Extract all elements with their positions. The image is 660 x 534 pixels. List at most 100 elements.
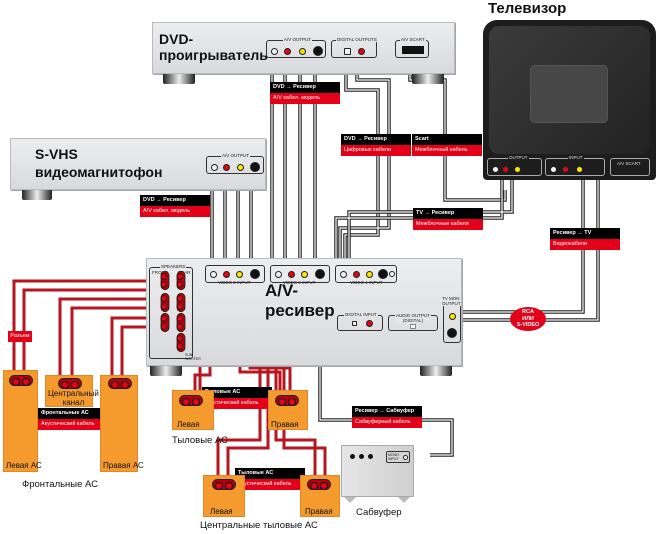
video2-audio-r-jack[interactable] [223,271,230,278]
tv-input-video-jack[interactable] [576,166,583,173]
video3-input-panel: VIDEO 3 INPUT [270,265,330,285]
dvd-coaxial-jack[interactable] [358,48,365,55]
video2-svideo-jack[interactable] [250,269,260,279]
video2-label: VIDEO 2 INPUT [218,280,251,285]
rear-left-terminal[interactable] [176,270,186,291]
dvd-optical-jack[interactable] [344,48,351,55]
tv-scart-panel: A/V SCART [610,158,650,176]
center-rear-right-terminal[interactable] [176,332,186,353]
dvd-av-output-label: A/V OUTPUT [283,37,313,42]
vcr-audio-l-jack[interactable] [211,164,218,171]
video2-audio-l-jack[interactable] [210,271,217,278]
rear-right-speaker-terminal[interactable] [275,395,299,406]
center-rear-right-speaker-terminal[interactable] [307,479,331,490]
video3-video-jack[interactable] [301,271,308,278]
subwoofer-knob-2[interactable] [359,454,364,459]
tv-device: OUTPUT INPUT A/V SCART [483,20,656,180]
dvd-digital-outputs-label: DIGITAL OUTPUTS [336,37,378,42]
dvd-video-jack[interactable] [299,48,306,55]
rear-right-speaker: Правая [268,390,308,430]
audio-output-optical-port[interactable] [410,324,416,329]
audio-output-label: AUDIO OUTPUT (DIGITAL) [395,313,432,323]
rear-left-caption: Левая [177,420,200,429]
tv-mon-svideo-jack[interactable] [447,328,457,338]
center-speaker-terminal[interactable] [58,378,82,389]
tv-input-audio-r-jack[interactable] [562,166,569,173]
vcr-av-output-panel: A/V OUTPUT [206,153,264,174]
tv-output-panel: OUTPUT [487,155,542,176]
rear-right-terminal[interactable] [176,292,186,313]
dvd-svideo-jack[interactable] [313,46,323,56]
receiver-optical-jack[interactable] [352,321,357,326]
dvd-digital-outputs-panel: DIGITAL OUTPUTS [331,37,378,58]
cable-label-center-rear-speakers: Тыловые АС Акустический кабель [235,468,305,490]
receiver-foot-left [150,366,182,376]
center-speaker: Центральный канал [45,375,99,407]
video3-audio-l-jack[interactable] [275,271,282,278]
vcr-av-output-label: A/V OUTPUT [221,153,251,158]
cable-label-dvd-av: DVD → Ресивер A/V кабел. модель [270,82,340,104]
tv-output-audio-l-jack[interactable] [492,166,499,173]
dvd-audio-r-jack[interactable] [284,48,291,55]
dvd-player: DVD- проигрыватель A/V OUTPUT DIGITAL OU… [152,22,455,74]
dvd-scart-socket[interactable] [402,46,424,54]
tv-output-label: OUTPUT [508,155,529,160]
front-right-caption: Правая АС [103,461,144,470]
receiver-foot-right [420,366,452,376]
rear-left-speaker-terminal[interactable] [179,395,203,406]
rear-right-caption: Правая [271,420,299,429]
digital-input-label: DIGITAL INPUT [344,312,378,317]
video1-video-jack[interactable] [366,271,373,278]
front-speakers-caption: Фронтальные АС [22,479,99,490]
tv-mon-video-jack[interactable] [449,313,456,320]
subwoofer-output-label: SUB WOOFER [185,353,201,361]
video1-audio-r-jack[interactable] [353,271,360,278]
center-rear-left-terminal[interactable] [176,312,186,333]
vcr-title: S-VHS видеомагнитофон [35,146,163,181]
video1-audio-l-jack[interactable] [340,271,347,278]
video1-input-panel: VIDEO 1 INPUT [335,265,397,285]
vcr-device: S-VHS видеомагнитофон A/V OUTPUT [10,138,266,190]
subwoofer-input-jack[interactable] [403,455,408,460]
receiver-coaxial-jack[interactable] [366,320,373,327]
video2-video-jack[interactable] [236,271,243,278]
video3-audio-r-jack[interactable] [288,271,295,278]
dvd-audio-l-jack[interactable] [271,48,278,55]
speakers-panel: SPEAKERS FRONT REAR [149,264,193,359]
front-left-terminal[interactable] [160,270,170,291]
tv-scart-label: A/V SCART [617,161,641,166]
front-left-caption: Левая АС [6,461,42,470]
speakers-label: SPEAKERS [160,264,187,269]
front-left-speaker: Левая АС [3,370,42,472]
av-receiver: A/V- ресивер SPEAKERS FRONT REAR VIDEO 2… [146,258,462,366]
dvd-foot-left [163,74,195,84]
front-right-speaker-terminal[interactable] [108,378,132,389]
center-rear-left-speaker-terminal[interactable] [212,479,236,490]
subwoofer-knob-1[interactable] [350,454,355,459]
tv-output-video-jack[interactable] [514,166,521,173]
vcr-audio-r-jack[interactable] [223,164,230,171]
video3-svideo-jack[interactable] [315,269,325,279]
tv-input-audio-l-jack[interactable] [550,166,557,173]
center-terminal[interactable] [160,292,170,313]
video3-label: VIDEO 3 INPUT [283,280,316,285]
dvd-foot-right [412,74,444,84]
rca-svideo-badge: RCA ИЛИ S-VIDEO [510,307,546,331]
tv-screen [530,65,608,123]
front-left-speaker-terminal[interactable] [9,375,33,386]
front-right-speaker: Правая АС [100,375,144,472]
cable-label-tv-receiver: TV → Ресивер Межблочные кабели [413,208,483,230]
dvd-title: DVD- проигрыватель [159,31,268,64]
tv-output-audio-r-jack[interactable] [502,166,509,173]
video2-input-panel: VIDEO 2 INPUT [205,265,265,285]
vcr-svideo-jack[interactable] [250,162,260,172]
front-right-terminal[interactable] [160,312,170,333]
cable-label-scart: Scart Межблочный кабель [412,134,482,156]
subwoofer-knob-3[interactable] [368,454,373,459]
center-caption: Центральный канал [48,389,99,407]
vcr-video-jack[interactable] [237,164,244,171]
antenna-jack[interactable] [389,271,395,277]
video1-svideo-jack[interactable] [378,269,388,279]
front-label: FRONT [152,270,168,275]
dvd-scart-panel: A/V SCART [395,37,429,58]
